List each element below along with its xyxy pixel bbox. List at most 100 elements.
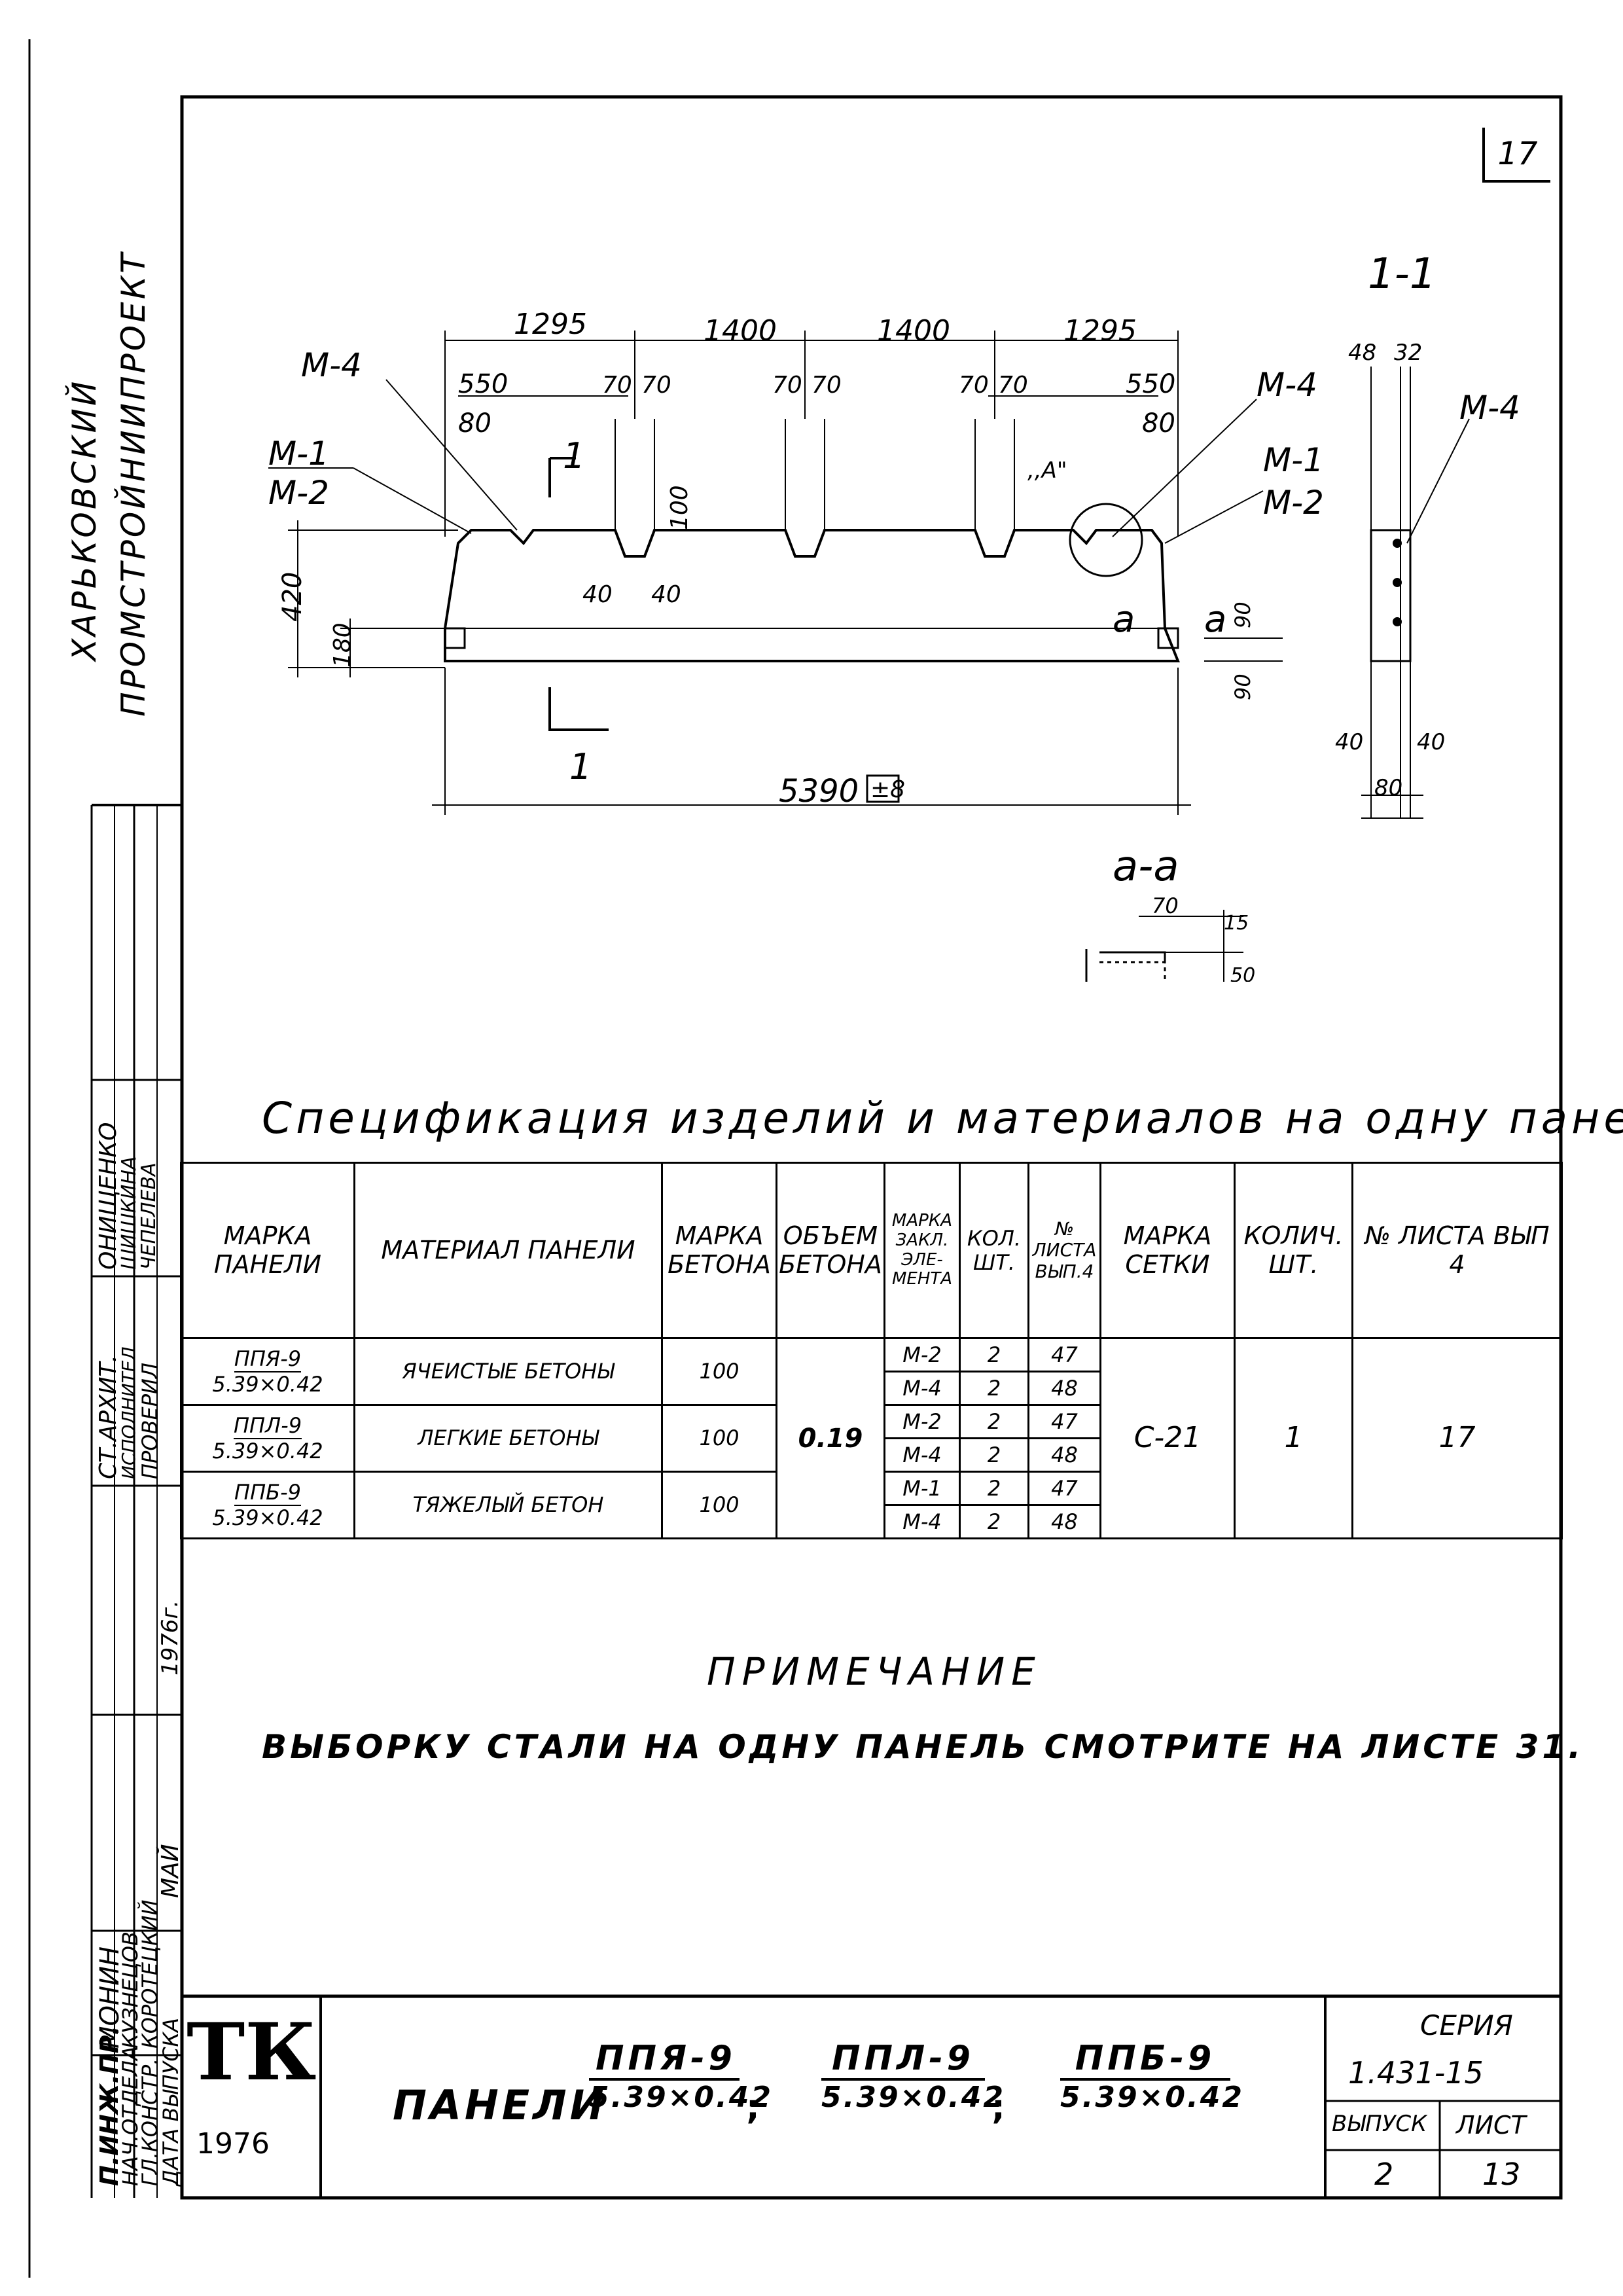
svg-text:40: 40	[582, 581, 613, 608]
svg-text:80: 80	[1142, 408, 1175, 439]
issue-value: 2	[1374, 2157, 1394, 2192]
svg-text:70: 70	[1152, 893, 1179, 918]
col-mesh-qty: КОЛИЧ. ШТ.	[1234, 1162, 1353, 1339]
svg-text:70: 70	[602, 372, 632, 399]
svg-text:а: а	[1113, 598, 1135, 641]
embed-mark: М-1	[883, 1471, 961, 1506]
col-mesh-sheet: № ЛИСТА ВЫП 4	[1351, 1162, 1563, 1339]
col-concrete-grade: МАРКА БЕТОНА	[661, 1162, 777, 1339]
note-text: ВЫБОРКУ СТАЛИ НА ОДНУ ПАНЕЛЬ СМОТРИТЕ НА…	[262, 1728, 1584, 1766]
sheet-label: ЛИСТ	[1456, 2111, 1526, 2140]
table-row: ППБ-9 5.39×0.42 ТЯЖЕЛЫЙ БЕТОН 100 М-1 2 …	[180, 1471, 1562, 1539]
table-row: ППЛ-9 5.39×0.42 ЛЕГКИЕ БЕТОНЫ 100 М-2 2 …	[180, 1404, 1562, 1473]
dim-1295-left: 1295	[514, 308, 587, 341]
issue-label: ВЫПУСК	[1332, 2111, 1427, 2137]
table-row: ППЯ-9 5.39×0.42 ЯЧЕИСТЫЕ БЕТОНЫ 100 0.19…	[180, 1337, 1563, 1539]
concrete-cell: 100	[661, 1337, 777, 1406]
section-aa-label: а-а	[1113, 842, 1179, 891]
dim-1295-right: 1295	[1063, 314, 1137, 348]
spec-heading: Спецификация изделий и материалов на одн…	[262, 1093, 1623, 1143]
svg-text:48: 48	[1348, 340, 1376, 366]
embed-mark: М-2	[883, 1337, 961, 1372]
table-row: М-4 2 48	[181, 1437, 1562, 1473]
mesh-qty-cell: 1	[1234, 1337, 1353, 1539]
series-value: 1.431-15	[1348, 2055, 1484, 2090]
embed-mark: М-4	[883, 1371, 961, 1406]
embed-qty: 2	[959, 1437, 1029, 1473]
table-row: М-4 2 48	[181, 1371, 1562, 1406]
concrete-cell: 100	[661, 1471, 777, 1539]
view-1-1-label: 1-1	[1368, 250, 1436, 298]
panel-cell: ППЯ-9 5.39×0.42	[180, 1337, 355, 1406]
logo-tk: ТК	[187, 2006, 317, 2098]
panel-cell: ППЛ-9 5.39×0.42	[180, 1404, 355, 1473]
material-cell: ЯЧЕИСТЫЕ БЕТОНЫ	[353, 1337, 663, 1406]
dim-1400-right: 1400	[877, 314, 950, 348]
col-mesh-mark: МАРКА СЕТКИ	[1099, 1162, 1236, 1339]
col-embed-mark: МАРКА ЗАКЛ. ЭЛЕ-МЕНТА	[883, 1162, 961, 1339]
col-sheet-no: № ЛИСТА ВЫП.4	[1027, 1162, 1101, 1339]
svg-text:М-2: М-2	[1263, 484, 1324, 522]
svg-text:15: 15	[1224, 912, 1249, 935]
col-concrete-volume: ОБЪЕМ БЕТОНА	[776, 1162, 885, 1339]
svg-text:550: 550	[1126, 369, 1175, 399]
col-panel-mark: МАРКА ПАНЕЛИ	[180, 1162, 355, 1339]
panel-elevation-drawing: 1295 1400 1400 1295 550 550 80 80 70 70 …	[268, 250, 1520, 982]
dim-1400-left: 1400	[704, 314, 777, 348]
embed-sheet: 48	[1027, 1371, 1101, 1406]
material-cell: ЛЕГКИЕ БЕТОНЫ	[353, 1404, 663, 1473]
mesh-mark-cell: С-21	[1099, 1337, 1236, 1539]
svg-text:70: 70	[959, 372, 989, 399]
separator: ;	[746, 2088, 760, 2127]
embed-qty: 2	[959, 1337, 1029, 1372]
note-title: ПРИМЕЧАНИЕ	[707, 1649, 1042, 1694]
svg-text:М-4: М-4	[301, 346, 362, 384]
separator: ;	[991, 2088, 1005, 2127]
title-panel-2: ППЛ-9 5.39×0.42	[821, 2039, 1005, 2114]
table-row: М-4 2 48	[181, 1504, 1562, 1539]
svg-text:М-1: М-1	[268, 435, 329, 473]
embed-qty: 2	[959, 1371, 1029, 1406]
svg-text:М-2: М-2	[268, 474, 329, 512]
svg-text:1: 1	[563, 435, 585, 476]
panel-cell: ППБ-9 5.39×0.42	[180, 1471, 355, 1539]
col-qty: КОЛ. ШТ.	[959, 1162, 1029, 1339]
detail-a-label: ,,А"	[1027, 457, 1067, 484]
embed-sheet: 47	[1027, 1337, 1101, 1372]
svg-text:90: 90	[1230, 673, 1255, 700]
embed-qty: 2	[959, 1471, 1029, 1506]
embed-qty: 2	[959, 1404, 1029, 1439]
svg-text:80: 80	[458, 408, 491, 439]
col-panel-material: МАТЕРИАЛ ПАНЕЛИ	[353, 1162, 663, 1339]
svg-text:70: 70	[998, 372, 1028, 399]
svg-text:420: 420	[277, 572, 308, 622]
stamp-role2-2: ИСПОЛНИТЕЛ	[118, 1346, 139, 1480]
spec-table: МАРКА ПАНЕЛИ МАТЕРИАЛ ПАНЕЛИ МАРКА БЕТОН…	[180, 1162, 1563, 1539]
stamp-name-4: МАЙ	[157, 1844, 184, 1898]
svg-text:40: 40	[651, 581, 681, 608]
year: 1976	[196, 2127, 270, 2161]
svg-text:70: 70	[641, 372, 671, 399]
material-cell: ТЯЖЕЛЫЙ БЕТОН	[353, 1471, 663, 1539]
embed-qty: 2	[959, 1504, 1029, 1539]
stamp-name2-3: ЧЕПЕЛЕВА	[137, 1162, 160, 1270]
embed-mark: М-4	[883, 1504, 961, 1539]
mesh-sheet-cell: 17	[1351, 1337, 1563, 1539]
svg-text:32: 32	[1394, 340, 1422, 366]
sheet-value: 13	[1482, 2157, 1521, 2192]
svg-text:М-4: М-4	[1257, 366, 1317, 404]
title-panel-3: ППБ-9 5.39×0.42	[1060, 2039, 1244, 2114]
svg-text:40: 40	[1335, 729, 1363, 755]
svg-text:80: 80	[1374, 775, 1402, 801]
embed-mark: М-4	[883, 1437, 961, 1473]
svg-text:100: 100	[666, 485, 693, 530]
svg-text:М-1: М-1	[1263, 441, 1324, 479]
svg-text:550: 550	[458, 369, 508, 399]
embed-sheet: 47	[1027, 1404, 1101, 1439]
title-panel-1: ППЯ-9 5.39×0.42	[589, 2039, 773, 2114]
title-prefix: ПАНЕЛИ	[393, 2081, 607, 2129]
stamp-name-3: КОРОТЕЦКИЙ	[137, 1899, 162, 2049]
svg-text:50: 50	[1230, 964, 1255, 982]
svg-text:М-4: М-4	[1459, 389, 1520, 427]
